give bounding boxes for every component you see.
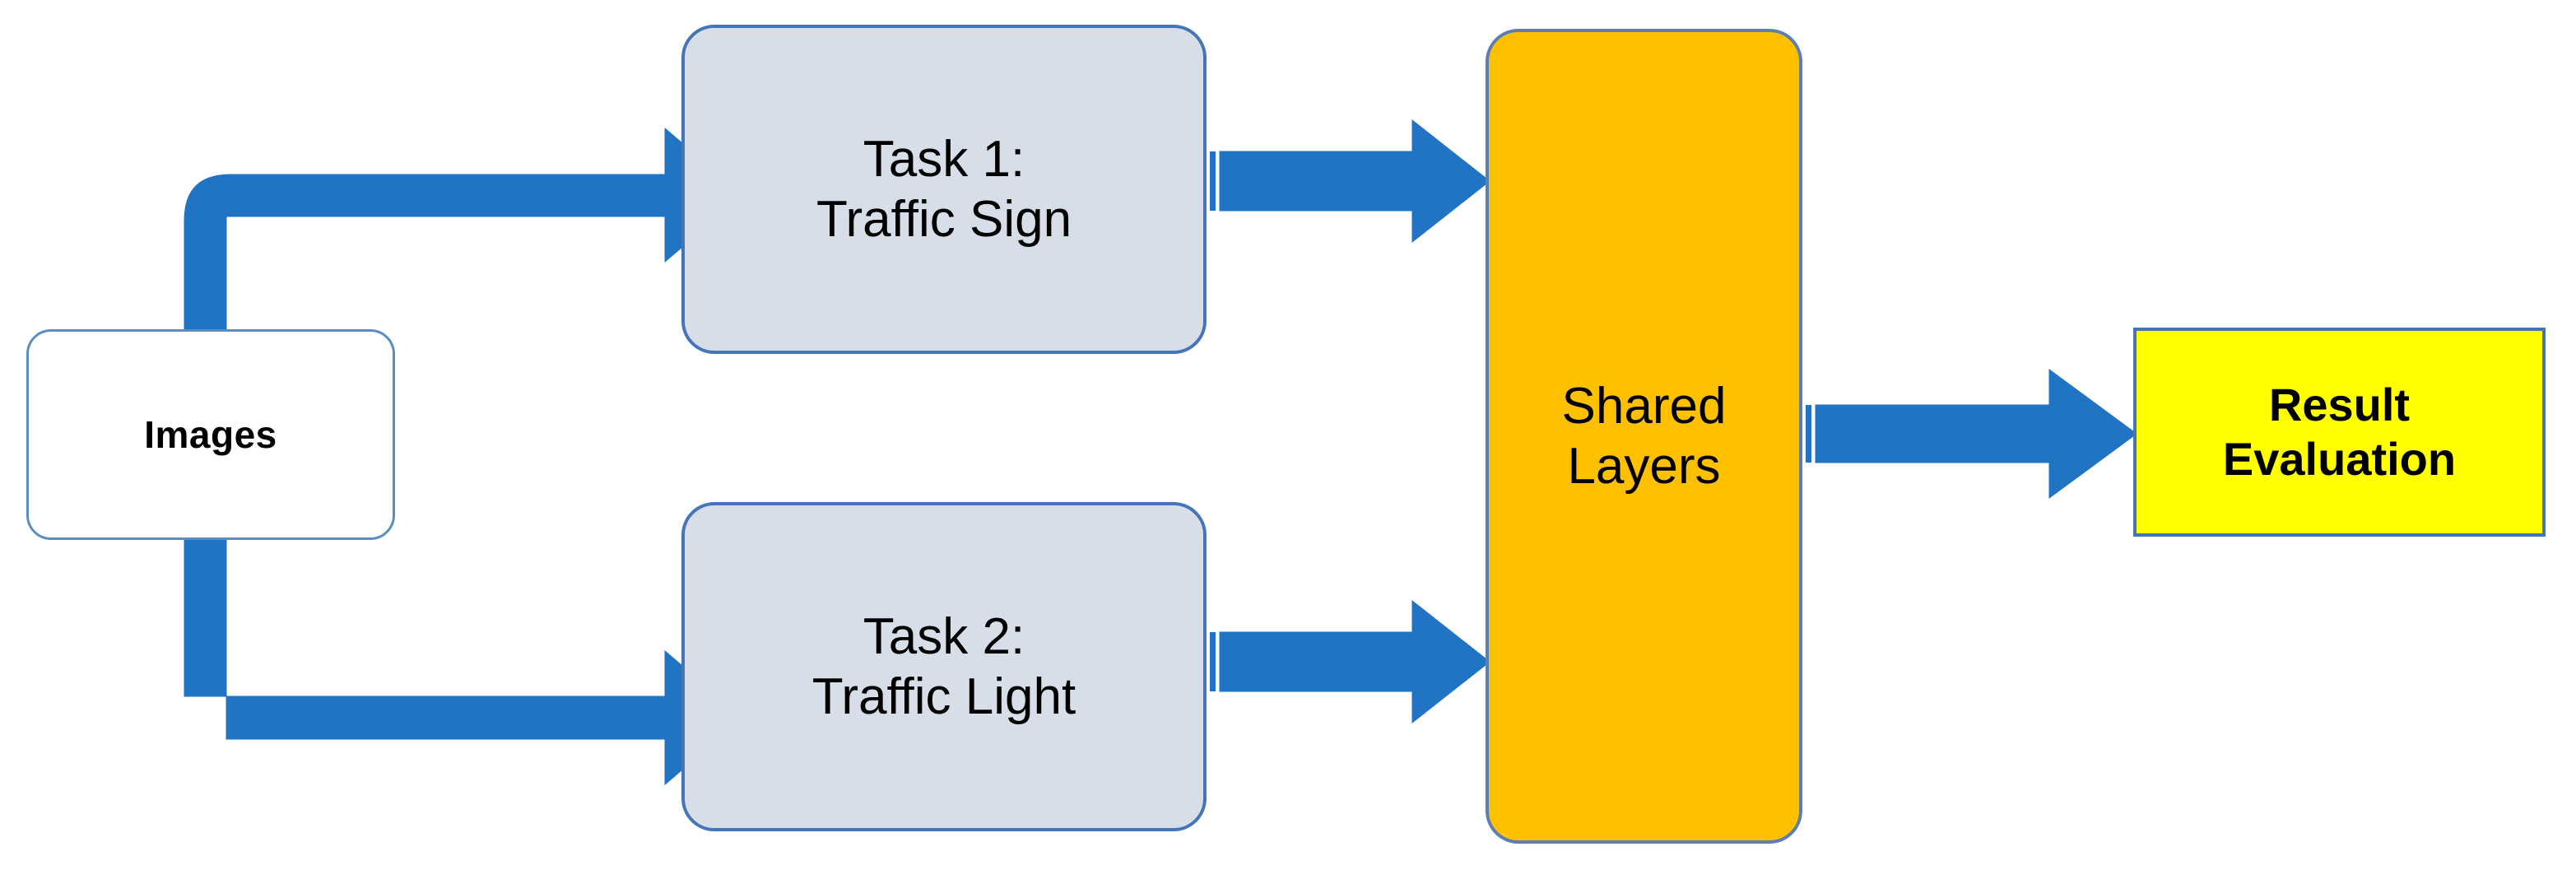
connector-images-to-task2: [179, 533, 747, 786]
node-task1[interactable]: Task 1: Traffic Sign: [681, 25, 1207, 354]
node-images-label: Images: [144, 412, 277, 456]
node-task1-label: Task 1: Traffic Sign: [816, 130, 1072, 248]
node-task2-label: Task 2: Traffic Light: [811, 607, 1076, 725]
node-images[interactable]: Images: [26, 329, 395, 540]
connector-shared-to-result: [1796, 369, 2141, 499]
node-result-evaluation[interactable]: Result Evaluation: [2133, 328, 2546, 537]
node-shared-layers-label: Shared Layers: [1561, 377, 1727, 495]
connector-task2-to-shared: [1200, 599, 1496, 724]
node-shared-layers[interactable]: Shared Layers: [1486, 29, 1802, 844]
node-task2[interactable]: Task 2: Traffic Light: [681, 502, 1207, 831]
node-result-evaluation-label: Result Evaluation: [2222, 378, 2457, 485]
connector-task1-to-shared: [1200, 119, 1496, 244]
